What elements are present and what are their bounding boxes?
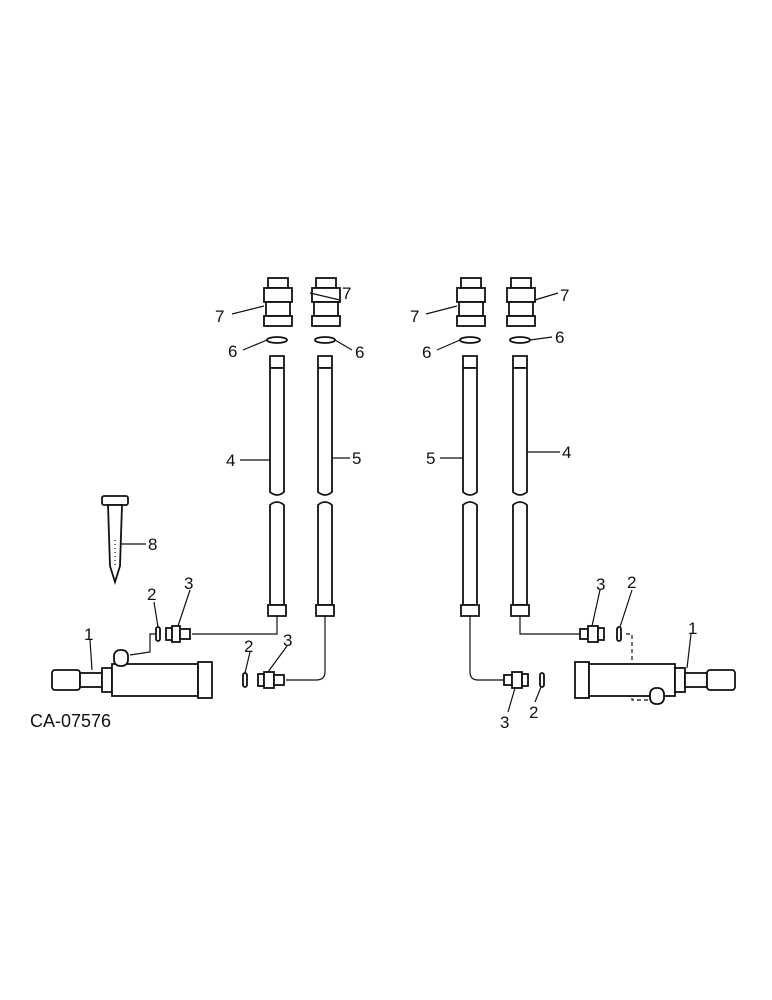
callout-7: 7 bbox=[560, 286, 569, 305]
callout-1: 1 bbox=[688, 619, 697, 638]
callout-8: 8 bbox=[148, 535, 157, 554]
coupler-7-b bbox=[311, 277, 341, 327]
callout-3: 3 bbox=[500, 713, 509, 732]
callout-5: 5 bbox=[426, 449, 435, 468]
drawing-code: CA-07576 bbox=[30, 711, 111, 731]
o-ring-6-c bbox=[459, 336, 481, 344]
coupler-7-a bbox=[263, 277, 293, 327]
callout-6: 6 bbox=[228, 342, 237, 361]
fitting-3-b bbox=[257, 671, 285, 689]
leader-lines bbox=[89, 292, 692, 713]
fitting-3-c bbox=[503, 671, 529, 689]
callouts: 7 7 7 7 6 6 6 6 4 5 5 4 8 2 3 1 2 3 3 2 … bbox=[84, 284, 697, 732]
o-ring-6-b bbox=[314, 336, 336, 344]
callout-4: 4 bbox=[562, 443, 571, 462]
callout-2: 2 bbox=[244, 637, 253, 656]
o-ring-6-a bbox=[266, 336, 288, 344]
callout-7: 7 bbox=[342, 284, 351, 303]
callout-1: 1 bbox=[84, 625, 93, 644]
callout-2: 2 bbox=[529, 703, 538, 722]
clip-2-a bbox=[155, 626, 161, 642]
tool-8 bbox=[101, 495, 129, 586]
callout-3: 3 bbox=[596, 575, 605, 594]
callout-3: 3 bbox=[184, 574, 193, 593]
clip-2-b bbox=[242, 672, 248, 688]
callout-6: 6 bbox=[422, 343, 431, 362]
callout-7: 7 bbox=[215, 307, 224, 326]
coupler-7-c bbox=[456, 277, 486, 327]
coupler-7-d bbox=[506, 277, 536, 327]
clip-2-d bbox=[616, 626, 622, 642]
callout-2: 2 bbox=[627, 573, 636, 592]
hose-4-left bbox=[267, 355, 287, 617]
callout-5: 5 bbox=[352, 449, 361, 468]
hose-4-right bbox=[510, 355, 530, 617]
callout-6: 6 bbox=[555, 328, 564, 347]
clip-2-c bbox=[539, 672, 545, 688]
hydraulic-cylinder-1-right bbox=[574, 661, 736, 705]
hose-5-right bbox=[460, 355, 480, 617]
o-ring-6-d bbox=[509, 336, 531, 344]
callout-3: 3 bbox=[283, 631, 292, 650]
hydraulic-cylinder-1-left bbox=[51, 649, 213, 699]
hose-5-left bbox=[315, 355, 335, 617]
callout-6: 6 bbox=[355, 343, 364, 362]
callout-4: 4 bbox=[226, 451, 235, 470]
callout-7: 7 bbox=[410, 307, 419, 326]
fitting-3-d bbox=[579, 625, 605, 643]
fitting-3-a bbox=[165, 625, 191, 643]
callout-2: 2 bbox=[147, 585, 156, 604]
